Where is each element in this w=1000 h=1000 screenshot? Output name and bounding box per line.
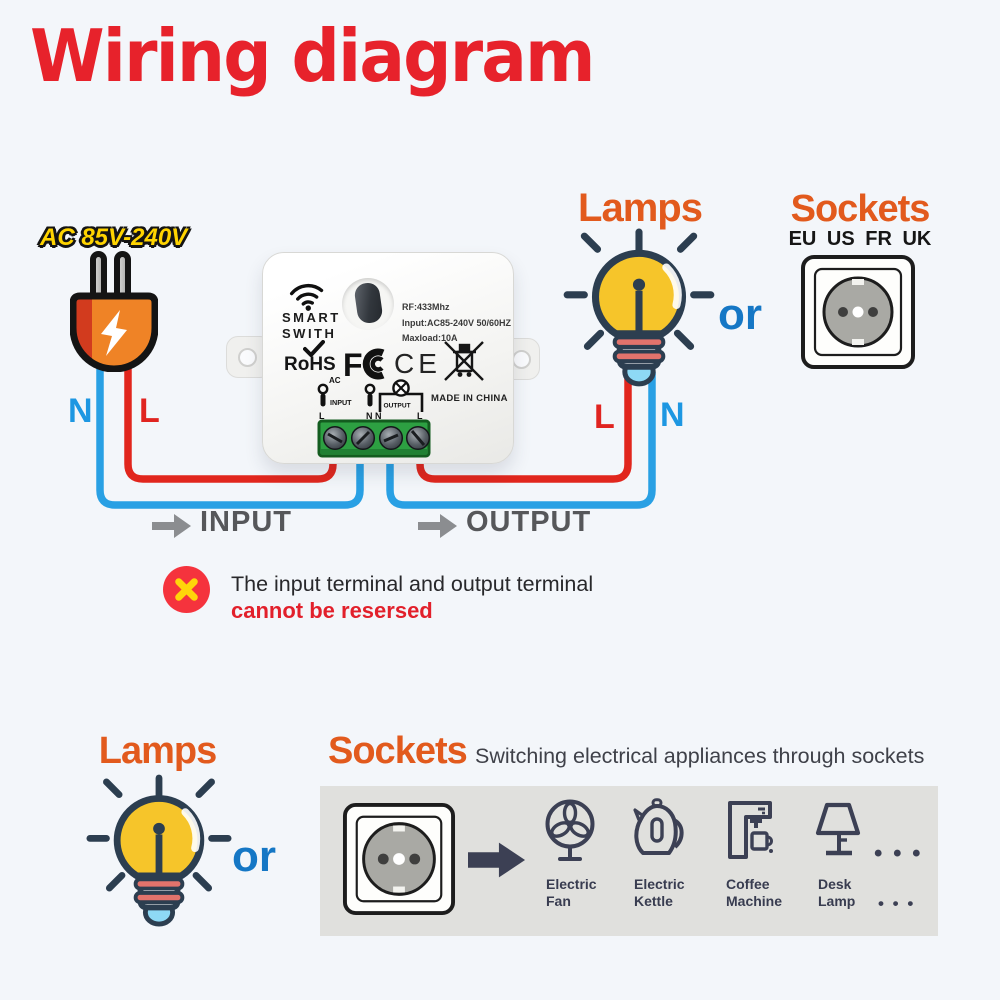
input-neutral-wire [96, 358, 364, 509]
terminal-schematic: AC INPUT L N OUTPUT N L [317, 376, 424, 421]
spec-maxload: Maxload:10A [402, 333, 458, 343]
sockets-heading-top: Sockets [790, 188, 931, 230]
desk-lamp-icon [815, 802, 861, 856]
electric-kettle-icon [633, 798, 684, 855]
device-brand: SMART SWITH [282, 310, 341, 342]
rohs-label: RoHS [284, 354, 336, 375]
input-live-label: L [139, 392, 160, 430]
lamps-heading-bottom: Lamps [98, 730, 217, 772]
rohs-check-icon [303, 340, 325, 357]
output-flow-label: OUTPUT [466, 506, 592, 538]
eu-socket-icon-bottom [342, 802, 456, 916]
or-label-top: or [718, 290, 762, 339]
made-in-label: MADE IN CHINA [431, 393, 508, 404]
warning-x-icon [163, 566, 210, 613]
warning-text-line2: cannot be resersed [231, 598, 433, 623]
lightning-bolt-icon [101, 310, 127, 356]
right-tab-hole [512, 350, 531, 369]
output-neutral-label: N [660, 396, 685, 434]
wire-paths [96, 358, 656, 509]
schematic-input-label: INPUT [330, 398, 352, 407]
spec-rf: RF:433Mhz [402, 302, 450, 312]
output-neutral-wire [386, 372, 656, 509]
page-title: Wiring diagram [30, 14, 596, 98]
terminal-screws [322, 425, 431, 451]
power-voltage-label: AC 85V-240V [40, 224, 188, 251]
input-arrow-icon [152, 514, 191, 538]
schematic-in-l: L [319, 411, 325, 421]
socket-regions-label: EU US FR UK [788, 228, 932, 250]
output-live-label: L [594, 398, 615, 436]
eu-socket-icon-top [801, 255, 915, 369]
left-tab-hole [238, 348, 257, 367]
warning-text-line1: The input terminal and output terminal [231, 572, 594, 596]
schematic-ac-label: AC [329, 376, 341, 385]
electric-fan-label: Electric Fan [546, 876, 597, 909]
more-appliances-dots-top: • • • [874, 840, 923, 867]
lamps-heading-top: Lamps [578, 186, 703, 230]
schematic-output-label: OUTPUT [384, 403, 411, 410]
more-appliances-dots-bottom: • • • [878, 894, 916, 913]
electric-fan-icon [545, 799, 595, 861]
brand-line2: SWITH [282, 326, 337, 341]
terminal-block [317, 419, 431, 458]
lamp-bulb-icon-top [563, 228, 715, 387]
input-flow-label: INPUT [200, 506, 292, 538]
ce-mark: CE [394, 348, 441, 379]
spec-input: Input:AC85-240V 50/60HZ [402, 317, 512, 328]
schematic-out-n: N [375, 411, 382, 421]
output-arrow-icon [418, 514, 457, 538]
schematic-in-n: N [366, 411, 373, 421]
input-live-wire [124, 358, 337, 483]
panel-arrow-icon [468, 842, 526, 878]
fcc-letter: F [343, 347, 363, 381]
or-label-bottom: or [232, 832, 276, 881]
brand-line1: SMART [282, 310, 341, 325]
coffee-machine-icon [728, 801, 773, 859]
desk-lamp-label: Desk Lamp [818, 876, 856, 909]
power-plug-icon [70, 251, 158, 372]
fcc-logo: F [343, 347, 385, 381]
weee-bin-icon [444, 341, 484, 381]
lamp-bulb-icon-bottom [86, 774, 232, 927]
device-specs: RF:433Mhz Input:AC85-240V 50/60HZ Maxloa… [402, 300, 511, 347]
sockets-heading-bottom: Sockets [328, 730, 468, 772]
electric-kettle-label: Electric Kettle [634, 876, 685, 909]
schematic-out-l: L [417, 411, 423, 421]
input-neutral-label: N [68, 392, 93, 430]
coffee-machine-label: Coffee Machine [726, 876, 783, 909]
wifi-icon [289, 283, 324, 311]
sockets-subtitle: Switching electrical appliances through … [475, 744, 925, 768]
output-live-wire [416, 368, 632, 483]
